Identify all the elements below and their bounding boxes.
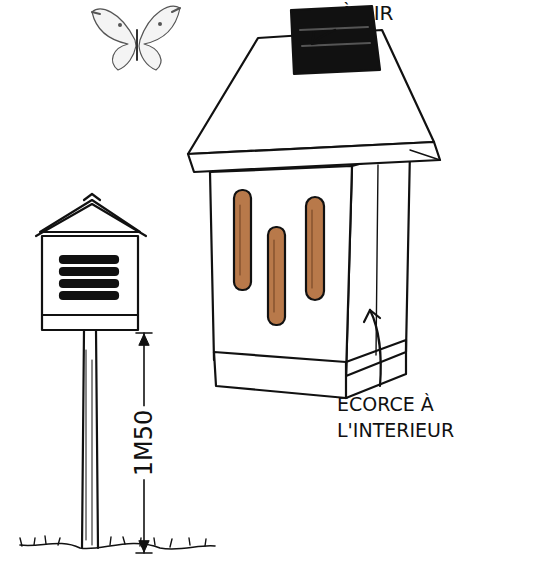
callout-label: ECORCE À L'INTERIEUR bbox=[319, 392, 542, 443]
dimension-label: 1M50 bbox=[130, 407, 158, 480]
small-shelter-on-pole bbox=[20, 194, 215, 549]
main-shelter-box bbox=[188, 6, 440, 398]
leader-arrow bbox=[370, 310, 381, 386]
arrowhead bbox=[312, 32, 324, 44]
arrowhead bbox=[364, 310, 380, 322]
callout-label: À AIR bbox=[340, 0, 540, 27]
leader-arrow bbox=[312, 30, 335, 44]
butterfly bbox=[92, 6, 180, 70]
